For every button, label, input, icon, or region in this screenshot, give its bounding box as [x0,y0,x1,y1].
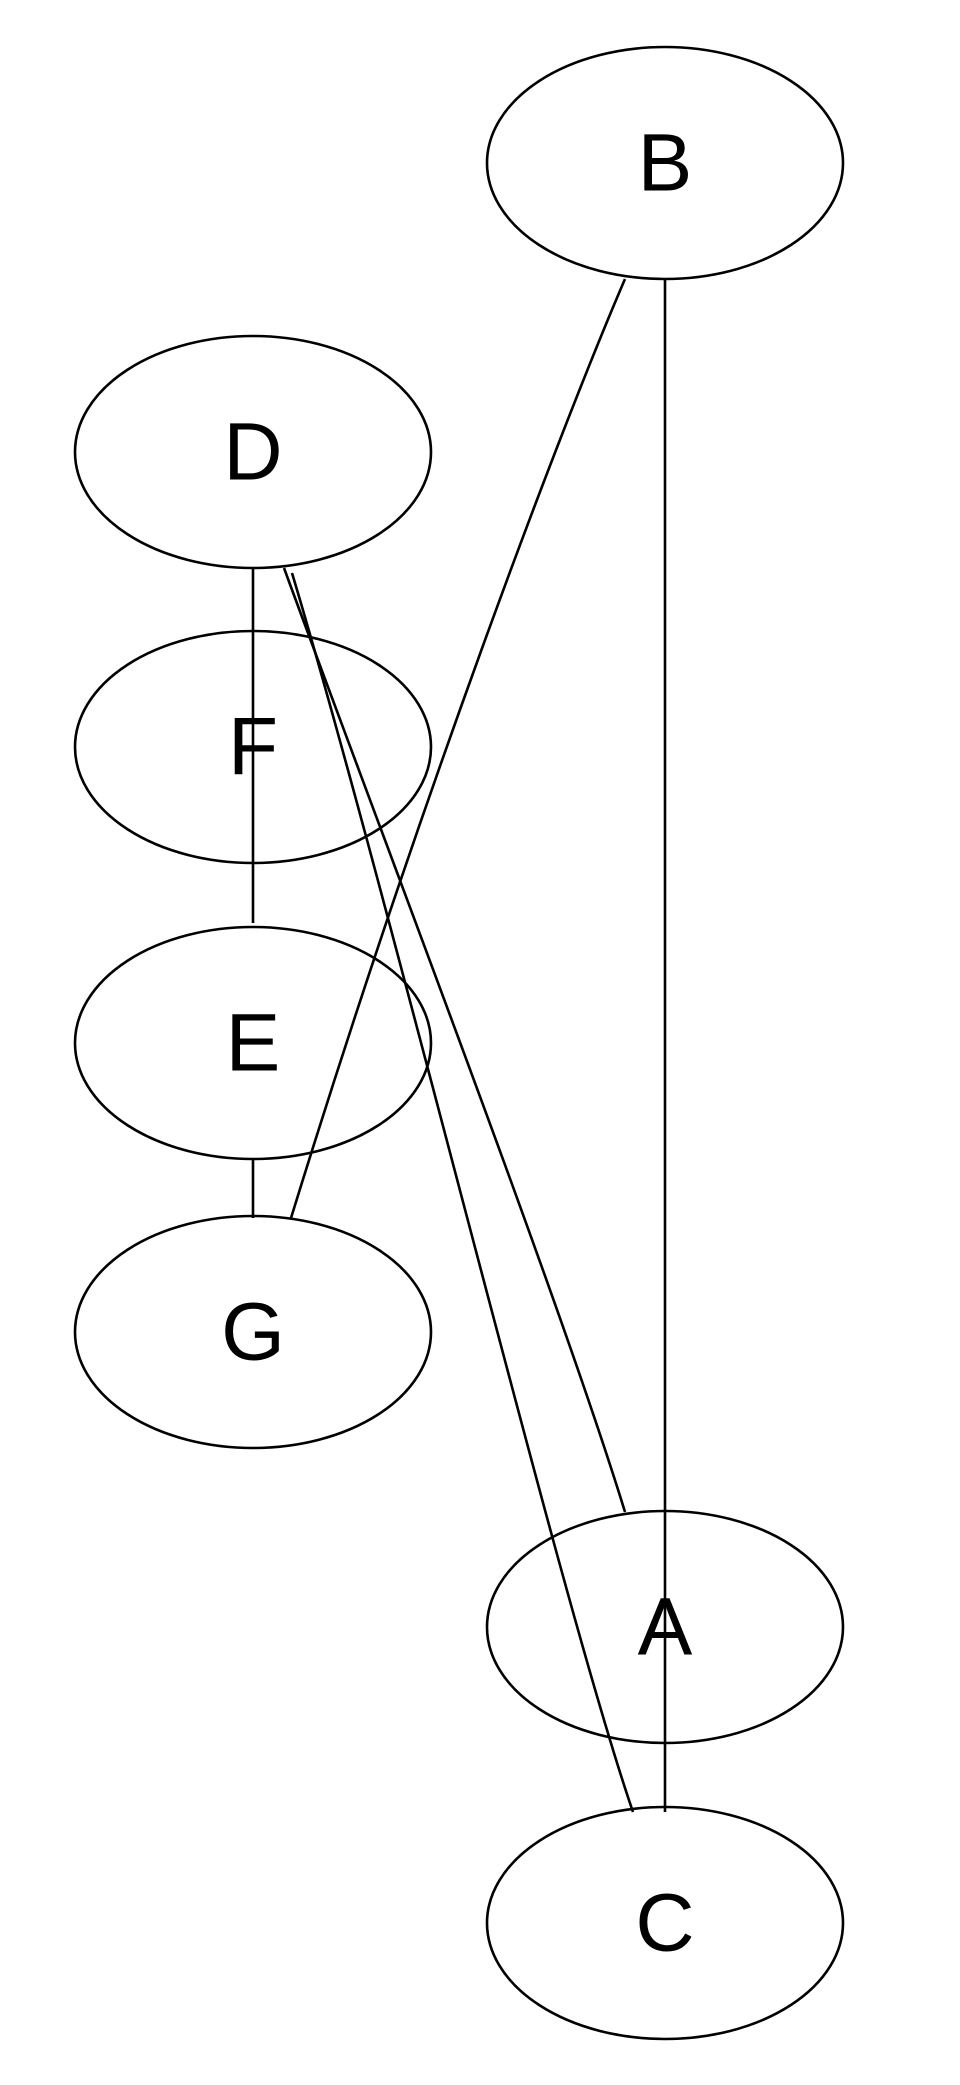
node-f: F [73,629,433,865]
node-b-ellipse [485,45,845,281]
edges-layer [251,278,667,1813]
node-e-label: E [226,998,281,1089]
node-c-ellipse [485,1805,845,2041]
node-e: E [73,925,433,1161]
node-a-ellipse [485,1509,845,1745]
node-g-label: G [221,1287,285,1378]
node-g: G [73,1214,433,1450]
node-d: D [73,334,433,570]
node-c-label: C [635,1878,694,1969]
node-d-label: D [223,407,282,498]
node-d-ellipse [73,334,433,570]
node-a-label: A [638,1582,693,1673]
node-a: A [485,1509,845,1745]
node-f-ellipse [73,629,433,865]
edge-b-g [289,278,627,1219]
node-e-ellipse [73,925,433,1161]
node-f-label: F [228,702,278,793]
edge-d-a [282,567,627,1513]
edge-d-c [290,572,635,1813]
node-b-label: B [638,118,693,209]
node-g-ellipse [73,1214,433,1450]
nodes-layer: B D F E G A C [73,45,845,2041]
node-b: B [485,45,845,281]
node-c: C [485,1805,845,2041]
